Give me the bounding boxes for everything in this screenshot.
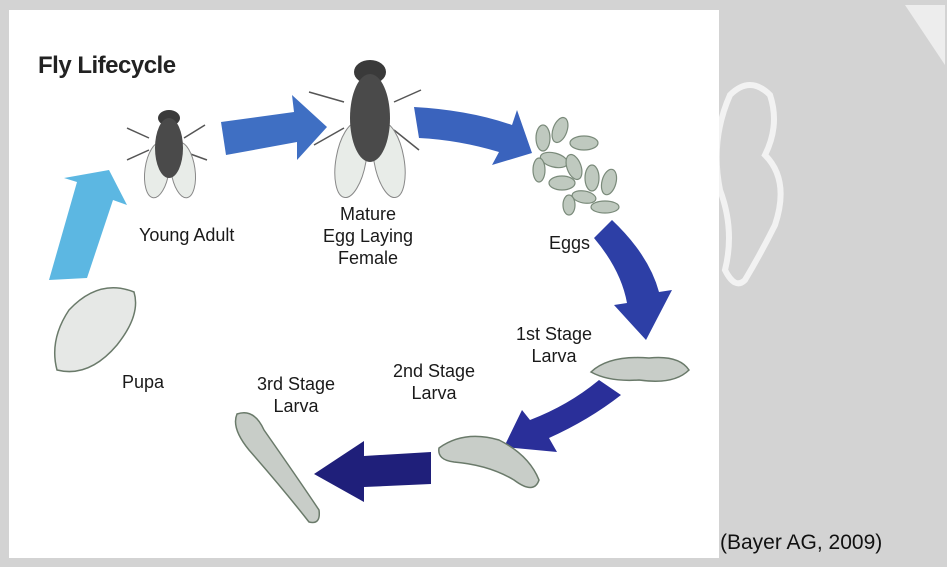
larva1 — [591, 358, 689, 382]
label-larva3: 3rd Stage Larva — [246, 373, 346, 417]
label-larva2-line1: 2nd Stage — [384, 360, 484, 382]
egg — [563, 195, 575, 215]
citation: (Bayer AG, 2009) — [720, 531, 882, 555]
larva3 — [236, 413, 320, 523]
label-young-adult: Young Adult — [139, 224, 234, 246]
egg — [533, 158, 545, 182]
arrow-larva1-to-larva2 — [504, 380, 621, 452]
label-larva2: 2nd Stage Larva — [384, 360, 484, 404]
label-larva1-line1: 1st Stage — [504, 323, 604, 345]
label-larva3-line2: Larva — [246, 395, 346, 417]
pupa — [55, 288, 136, 372]
egg — [536, 125, 550, 151]
arrow-larva2-to-larva3 — [314, 441, 431, 502]
arrow-mature-to-eggs — [414, 107, 532, 165]
label-pupa: Pupa — [122, 371, 164, 393]
label-larva1-line2: Larva — [504, 345, 604, 367]
arrow-young-adult-to-mature — [221, 95, 327, 160]
arrow-eggs-to-larva1 — [594, 220, 672, 340]
diagram-panel: Fly Lifecycle Young Adult Mature Egg Lay… — [9, 10, 719, 558]
label-larva1: 1st Stage Larva — [504, 323, 604, 367]
egg — [549, 115, 571, 144]
egg — [585, 165, 599, 191]
label-mature-line2: Egg Laying — [293, 225, 443, 247]
egg — [549, 176, 575, 190]
label-larva2-line2: Larva — [384, 382, 484, 404]
label-mature-line1: Mature — [293, 203, 443, 225]
watermark-corner — [905, 5, 945, 65]
label-mature-line3: Female — [293, 247, 443, 269]
egg — [570, 136, 598, 150]
egg — [599, 168, 619, 197]
label-eggs: Eggs — [549, 232, 590, 254]
arrow-pupa-to-young-adult — [49, 170, 127, 280]
diagram-title: Fly Lifecycle — [38, 52, 176, 80]
eggs-cluster — [533, 115, 619, 215]
lifecycle-diagram — [9, 10, 719, 558]
label-mature-female: Mature Egg Laying Female — [293, 203, 443, 269]
egg — [591, 201, 619, 213]
label-larva3-line1: 3rd Stage — [246, 373, 346, 395]
watermark-figure — [717, 85, 781, 283]
young-adult-fly — [127, 110, 207, 199]
mature-female-fly — [309, 60, 421, 200]
